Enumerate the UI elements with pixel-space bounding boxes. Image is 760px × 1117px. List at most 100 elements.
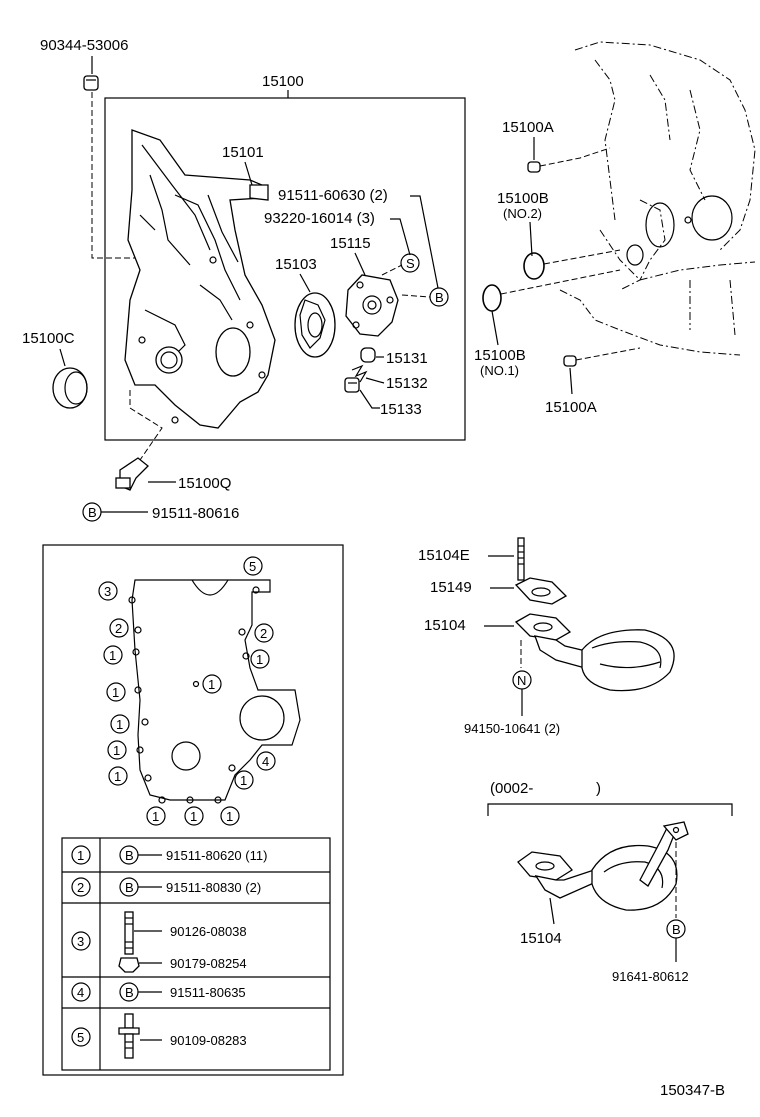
legend-row-4: 4 B 91511-80635 [71, 982, 246, 1002]
oil-strainer-15104-variant [517, 821, 689, 911]
diagram-id: 150347-B [660, 1082, 725, 1099]
gasket-15149 [514, 577, 568, 605]
cover-outline-bolt-map [128, 579, 301, 804]
marker-b-circle: B [666, 919, 686, 939]
callout-15100C: 15100C [22, 330, 75, 347]
svg-text:1: 1 [240, 773, 247, 788]
plug-15133 [344, 377, 360, 393]
callout-93220-16014: 93220-16014 (3) [264, 210, 375, 227]
svg-text:N: N [517, 673, 526, 688]
marker-b-circle: B [429, 287, 449, 307]
relief-valve-15131 [360, 347, 376, 363]
assembly-box-15100 [104, 97, 466, 441]
marker-n-circle: N [512, 670, 532, 690]
callout-15115: 15115 [330, 235, 371, 252]
callout-15149: 15149 [430, 579, 472, 596]
svg-text:B: B [125, 848, 134, 863]
callout-94150-10641: 94150-10641 (2) [464, 721, 560, 736]
svg-text:91511-80830 (2): 91511-80830 (2) [166, 880, 261, 895]
svg-text:1: 1 [208, 677, 215, 692]
rotor-15103 [294, 292, 336, 358]
svg-text:1: 1 [112, 685, 119, 700]
callout-91641-80612: 91641-80612 [612, 969, 689, 984]
callout-15104: 15104 [424, 617, 466, 634]
stud-bolt-icon [124, 911, 134, 955]
oil-pressure-switch-15100Q [115, 457, 149, 491]
callout-15100A-bottom: 15100A [545, 399, 597, 416]
callout-15100B-top: 15100B [497, 190, 549, 207]
legend-row-5: 5 90109-08283 [71, 1013, 247, 1059]
range-bracket [487, 803, 733, 816]
svg-text:S: S [406, 256, 415, 271]
bolt-bubbles: 5 3 2 2 1 1 1 1 1 1 4 1 1 1 1 1 [98, 556, 276, 826]
svg-text:2: 2 [77, 880, 84, 895]
svg-text:4: 4 [262, 754, 269, 769]
callout-15100B-top-no2: (NO.2) [503, 206, 542, 221]
nut-icon [118, 957, 140, 973]
svg-text:B: B [125, 985, 134, 1000]
legend-row-3: 3 90126-08038 90179-08254 [71, 911, 247, 973]
callout-15103: 15103 [275, 256, 317, 273]
svg-text:3: 3 [104, 584, 111, 599]
dowel-pin-15100A-top [527, 161, 541, 173]
flange-bolt-icon [118, 1013, 140, 1059]
svg-text:1: 1 [109, 648, 116, 663]
engine-block-outline [559, 41, 756, 356]
oil-strainer-15104 [514, 613, 675, 692]
callout-15132: 15132 [386, 375, 428, 392]
svg-text:91511-80635: 91511-80635 [170, 985, 246, 1000]
svg-text:1: 1 [116, 717, 123, 732]
svg-text:5: 5 [249, 559, 256, 574]
callout-15100B-bottom-no1: (NO.1) [480, 363, 519, 378]
marker-b-circle: B [82, 502, 102, 522]
callout-15100Q: 15100Q [178, 475, 231, 492]
callout-15133: 15133 [380, 401, 422, 418]
svg-text:1: 1 [226, 809, 233, 824]
callout-15104-variant: 15104 [520, 930, 562, 947]
callout-15104E: 15104E [418, 547, 470, 564]
applicability-range-close: ) [596, 780, 601, 797]
callout-15101: 15101 [222, 144, 264, 161]
svg-text:2: 2 [115, 621, 122, 636]
svg-text:4: 4 [77, 985, 84, 1000]
svg-text:1: 1 [152, 809, 159, 824]
stud-15104E [517, 537, 525, 581]
callout-15100A-top: 15100A [502, 119, 554, 136]
bolt-legend-table: 1 B 91511-80620 (11) 2 B 91511-80830 (2)… [61, 837, 331, 1071]
svg-text:B: B [672, 922, 681, 937]
o-ring-15100B-no1 [482, 284, 502, 312]
dowel-pin-15100A-bottom [563, 355, 577, 367]
svg-text:B: B [125, 880, 134, 895]
svg-text:1: 1 [256, 652, 263, 667]
callout-91511-60630: 91511-60630 (2) [278, 187, 388, 204]
callout-15100: 15100 [262, 73, 304, 90]
svg-text:90126-08038: 90126-08038 [170, 924, 247, 939]
svg-text:1: 1 [190, 809, 197, 824]
o-ring-15100B-no2 [523, 252, 545, 280]
legend-row-1: 1 B 91511-80620 (11) [71, 845, 267, 865]
svg-text:90109-08283: 90109-08283 [170, 1033, 247, 1048]
applicability-range: (0002- [490, 780, 533, 797]
marker-s-circle: S [400, 253, 420, 273]
svg-text:1: 1 [114, 769, 121, 784]
svg-text:5: 5 [77, 1030, 84, 1045]
oil-seal-15100C [52, 367, 88, 409]
callout-90344-53006: 90344-53006 [40, 37, 128, 54]
timing-cover-15101 [124, 129, 276, 429]
svg-text:91511-80620 (11): 91511-80620 (11) [166, 848, 267, 863]
svg-text:90179-08254: 90179-08254 [170, 956, 247, 971]
plug-part [83, 75, 99, 91]
svg-text:1: 1 [113, 743, 120, 758]
pump-plate-15115 [345, 274, 399, 337]
legend-row-2: 2 B 91511-80830 (2) [71, 877, 261, 897]
svg-text:B: B [435, 290, 444, 305]
spring-15132 [351, 364, 368, 383]
callout-15100B-bottom: 15100B [474, 347, 526, 364]
bolt-layout-box [42, 544, 344, 1076]
callout-91511-80616: 91511-80616 [152, 505, 239, 522]
svg-text:1: 1 [77, 848, 84, 863]
svg-text:2: 2 [260, 626, 267, 641]
svg-text:3: 3 [77, 934, 84, 949]
